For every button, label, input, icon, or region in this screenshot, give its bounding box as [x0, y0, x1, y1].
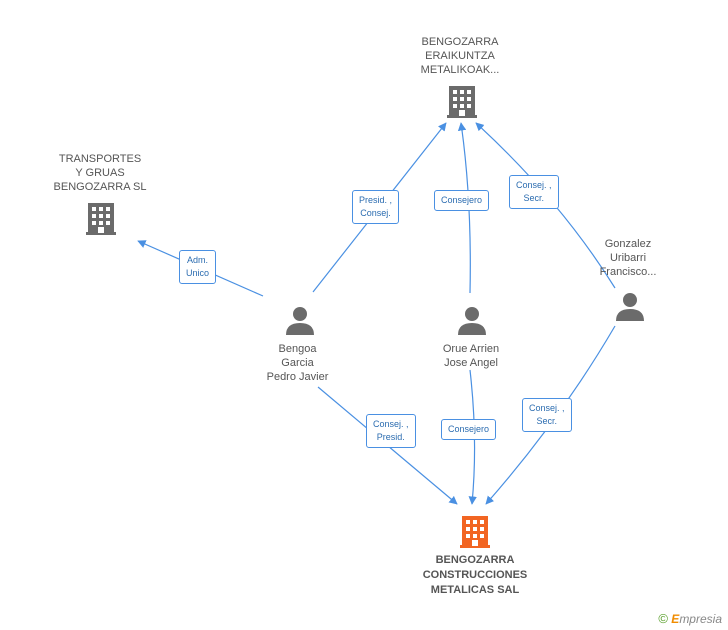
- role-line: Consej. ,: [529, 403, 565, 413]
- role-line: Consejero: [441, 195, 483, 205]
- role-box-gonzalez-main[interactable]: Consej. , Secr.: [522, 398, 572, 432]
- role-line: Secr.: [523, 193, 545, 203]
- node-label-line: BENGOZARRA: [421, 36, 499, 48]
- node-label-line: TRANSPORTES: [58, 153, 142, 165]
- role-line: Adm.: [187, 255, 209, 265]
- node-eraikuntza-label[interactable]: BENGOZARRA ERAIKUNTZA METALIKOAK...: [400, 35, 520, 77]
- node-label-line: Garcia: [281, 357, 314, 369]
- copyright-symbol: ©: [658, 611, 668, 626]
- role-box-bengoa-main[interactable]: Consej. , Presid.: [366, 414, 416, 448]
- role-box-gonzalez-eraikuntza[interactable]: Consej. , Secr.: [509, 175, 559, 209]
- node-gonzalez-label[interactable]: Gonzalez Uribarri Francisco...: [572, 237, 684, 279]
- node-bengoa-label[interactable]: Bengoa Garcia Pedro Javier: [240, 342, 355, 384]
- role-box-bengoa-transportes[interactable]: Adm. Unico: [179, 250, 217, 284]
- node-label-line: CONSTRUCCIONES: [422, 569, 528, 581]
- brand-logo[interactable]: © Empresia: [658, 611, 722, 626]
- node-main-label[interactable]: BENGOZARRA CONSTRUCCIONES METALICAS SAL: [405, 553, 545, 598]
- building-icon[interactable]: [460, 514, 490, 548]
- node-label-line: METALICAS SAL: [430, 584, 520, 596]
- node-label-line: METALIKOAK...: [420, 64, 500, 76]
- node-label-line: Pedro Javier: [266, 371, 329, 383]
- role-box-orue-eraikuntza[interactable]: Consejero: [434, 190, 490, 211]
- node-label-line: Uribarri: [609, 252, 647, 264]
- person-icon[interactable]: [285, 305, 315, 335]
- brand-initial: E: [671, 612, 680, 626]
- node-label-line: Bengoa: [278, 343, 317, 355]
- building-icon[interactable]: [447, 84, 477, 118]
- role-line: Secr.: [536, 416, 558, 426]
- role-box-bengoa-eraikuntza[interactable]: Presid. , Consej.: [352, 190, 400, 224]
- node-label-line: Francisco...: [599, 266, 657, 278]
- node-label-line: Gonzalez: [604, 238, 652, 250]
- node-label-line: Orue Arrien: [442, 343, 500, 355]
- node-transportes-label[interactable]: TRANSPORTES Y GRUAS BENGOZARRA SL: [40, 152, 160, 194]
- role-line: Presid. ,: [359, 195, 393, 205]
- role-box-orue-main[interactable]: Consejero: [441, 419, 497, 440]
- node-label-line: Y GRUAS: [75, 167, 125, 179]
- brand-text: mpresia: [679, 612, 722, 626]
- role-line: Presid.: [376, 432, 405, 442]
- role-line: Consej.: [360, 208, 391, 218]
- node-label-line: ERAIKUNTZA: [425, 50, 495, 62]
- role-line: Consej. ,: [373, 419, 409, 429]
- role-line: Consejero: [448, 424, 490, 434]
- node-label-line: Jose Angel: [444, 357, 498, 369]
- node-label-line: BENGOZARRA: [435, 554, 515, 566]
- person-icon[interactable]: [457, 305, 487, 335]
- node-orue-label[interactable]: Orue Arrien Jose Angel: [412, 342, 530, 370]
- node-label-line: BENGOZARRA SL: [53, 181, 147, 193]
- role-line: Consej. ,: [516, 180, 552, 190]
- person-icon[interactable]: [615, 291, 645, 321]
- role-line: Unico: [186, 268, 210, 278]
- building-icon[interactable]: [86, 201, 116, 235]
